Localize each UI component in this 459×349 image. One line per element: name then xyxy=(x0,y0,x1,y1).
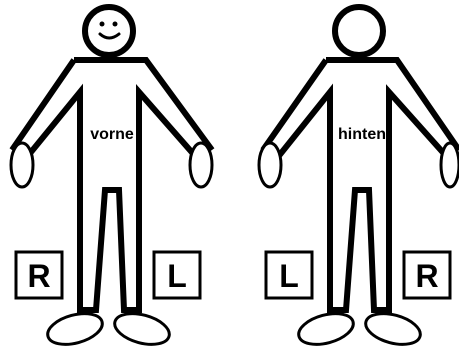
front-right-box-letter: L xyxy=(167,258,187,294)
back-left-foot xyxy=(295,308,356,349)
back-right-box-letter: R xyxy=(415,258,438,294)
back-body-label: hinten xyxy=(338,126,386,143)
back-figure: hinten L R xyxy=(259,7,459,349)
front-figure: vorne R L xyxy=(11,7,212,349)
front-body-label: vorne xyxy=(90,126,134,143)
front-right-foot xyxy=(44,308,105,349)
front-right-hand xyxy=(11,143,33,187)
back-left-hand xyxy=(259,143,281,187)
back-right-foot xyxy=(362,308,423,349)
back-right-hand xyxy=(441,143,459,187)
back-left-box-letter: L xyxy=(279,258,299,294)
front-left-foot xyxy=(111,308,172,349)
front-head xyxy=(85,7,133,55)
back-head xyxy=(335,7,383,55)
front-left-box-letter: R xyxy=(27,258,50,294)
front-left-hand xyxy=(190,143,212,187)
